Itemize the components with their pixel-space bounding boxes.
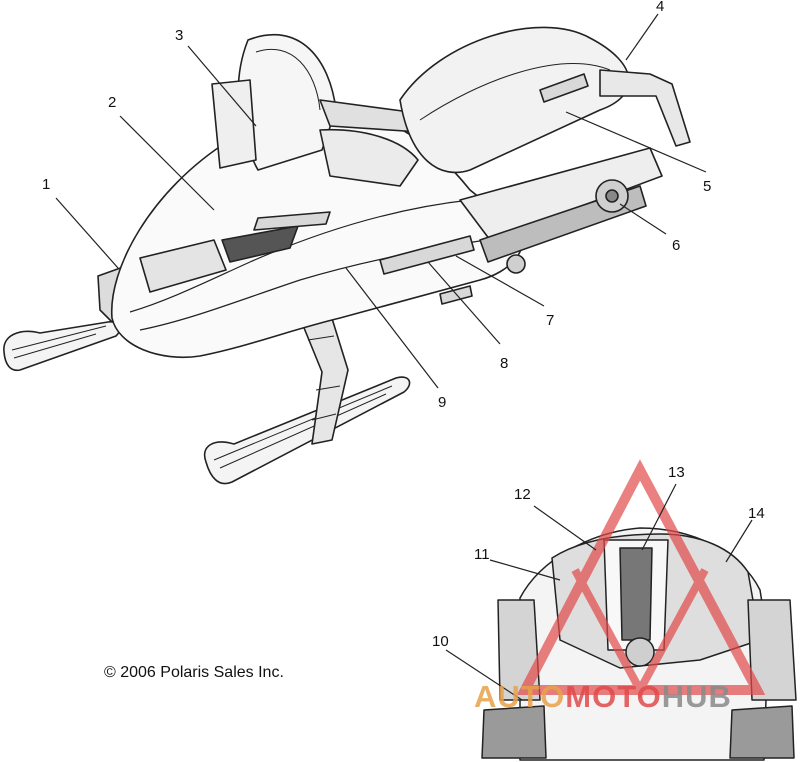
- rear-ski-right: [729, 705, 795, 759]
- watermark-logo: [516, 459, 766, 699]
- idler-wheel-front: [506, 254, 526, 274]
- rear-bumper: [599, 69, 691, 147]
- snowmobile-main-view: [3, 26, 691, 485]
- snowmobile-rear-view: [481, 527, 797, 761]
- callout-10: 10: [432, 633, 449, 650]
- leader-lines: [55, 13, 753, 701]
- callout-3: 3: [175, 27, 184, 44]
- callout-14: 14: [748, 505, 765, 522]
- callout-2: 2: [108, 94, 117, 111]
- left-ski: [3, 320, 121, 372]
- callout-7: 7: [546, 312, 555, 329]
- callout-1: 1: [42, 176, 51, 193]
- watermark-text: AUTOMOTOHUB: [474, 679, 732, 715]
- rear-ski-left: [481, 705, 547, 759]
- callout-9: 9: [438, 394, 447, 411]
- callout-12: 12: [514, 486, 531, 503]
- right-ski: [203, 376, 411, 485]
- callout-8: 8: [500, 355, 509, 372]
- callout-11: 11: [474, 546, 490, 563]
- tunnel: [459, 147, 663, 241]
- callout-4: 4: [656, 0, 665, 15]
- watermark-part-3: HUB: [661, 679, 732, 714]
- watermark-part-2: MOTO: [565, 679, 662, 714]
- watermark-part-1: AUTO: [474, 679, 566, 714]
- copyright-text: © 2006 Polaris Sales Inc.: [104, 664, 284, 681]
- callout-6: 6: [672, 237, 681, 254]
- callout-13: 13: [668, 464, 685, 481]
- headlight: [139, 239, 227, 293]
- seat: [399, 26, 630, 174]
- callout-5: 5: [703, 178, 712, 195]
